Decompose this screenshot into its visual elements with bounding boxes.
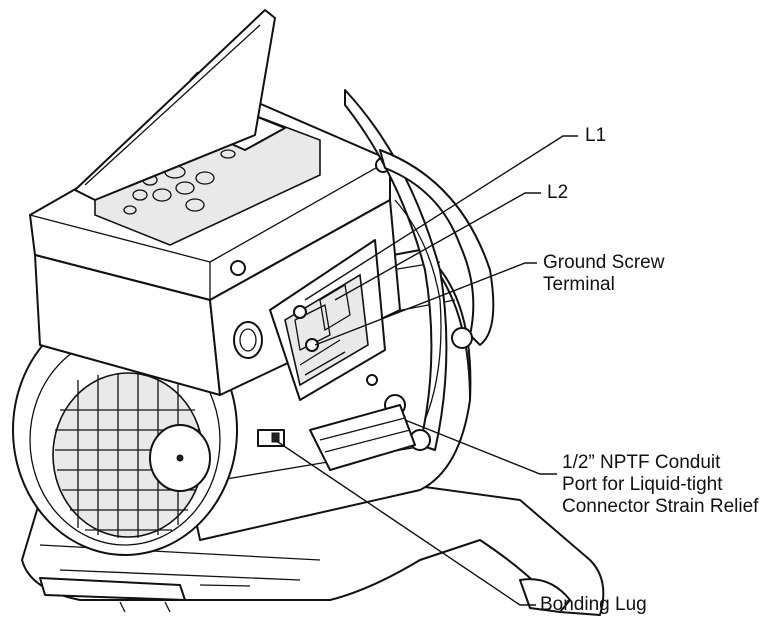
callout-conduit-line-1: 1/2” NPTF Conduit <box>562 452 721 473</box>
leader-bonding <box>274 439 536 606</box>
callout-conduit-port: 1/2” NPTF Conduit Port for Liquid-tight … <box>562 452 758 518</box>
callout-l1: L1 <box>585 125 606 147</box>
callout-ground-line-1: Ground Screw <box>543 252 665 273</box>
callout-l2-text: L2 <box>547 182 569 203</box>
conduit-port <box>309 404 416 471</box>
leader-conduit <box>404 419 557 475</box>
callout-l2: L2 <box>547 182 568 204</box>
wiring-compartment <box>269 239 386 401</box>
callout-conduit-line-2: Port for Liquid-tight <box>562 474 723 495</box>
leader-lines <box>274 135 578 606</box>
leader-ground <box>314 262 537 346</box>
callout-bonding-lug: Bonding Lug <box>540 594 647 616</box>
callout-ground-screw: Ground Screw Terminal <box>543 252 664 296</box>
callout-ground-line-2: Terminal <box>543 274 615 295</box>
hinged-cover <box>74 9 276 201</box>
callout-bonding-text: Bonding Lug <box>540 594 647 615</box>
end-shield <box>344 89 495 451</box>
callout-conduit-line-3: Connector Strain Relief <box>562 496 759 517</box>
leader-l1 <box>304 135 578 301</box>
leader-l2 <box>334 192 541 301</box>
callout-l1-text: L1 <box>585 125 607 146</box>
